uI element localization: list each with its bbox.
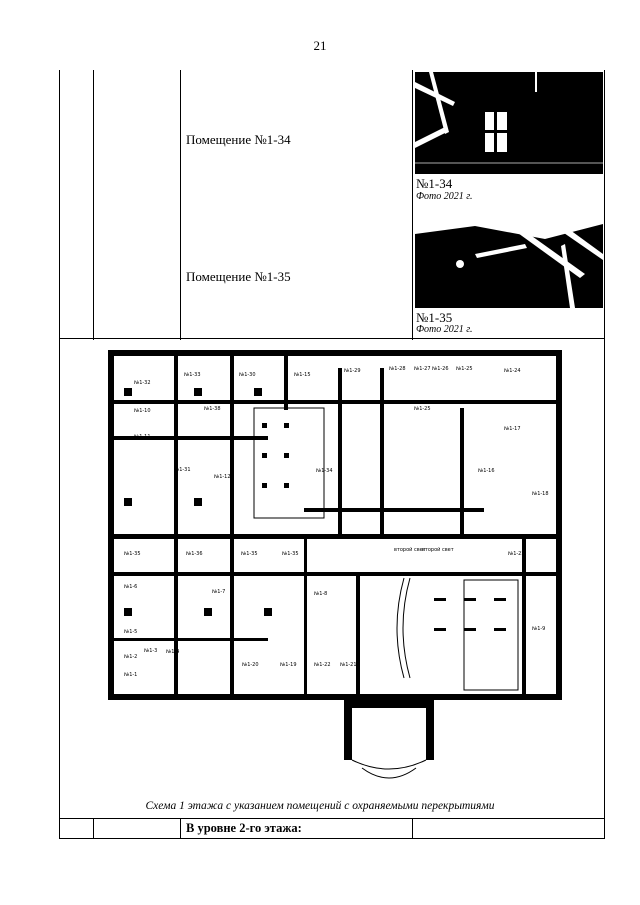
plan-label: №1-34 (316, 468, 333, 474)
page-number: 21 (313, 38, 327, 53)
room-label-1-35: Помещение №1-35 (186, 269, 291, 284)
floor-plan: №1-32 №1-33 №1-30 №1-15 №1-29 №1-28 №1-2… (104, 348, 568, 796)
plan-label: №1-20 (242, 662, 259, 668)
plan-label: №1-25 (414, 406, 431, 412)
photo-number-1-34: №1-34 (416, 176, 453, 191)
plan-label: №1-31 (174, 467, 191, 473)
plan-label: №1-24 (504, 368, 521, 374)
plan-label: №1-6 (124, 584, 137, 590)
plan-label: №1-19 (280, 662, 297, 668)
plan-label: №1-1 (124, 672, 137, 678)
plan-label: №1-38 (204, 406, 221, 412)
plan-label: второй свет (394, 546, 426, 553)
plan-label: №1-10 (134, 408, 151, 414)
plan-label: №1-16 (478, 468, 495, 474)
photo-room-1-35 (415, 204, 603, 308)
photo-number-1-35: №1-35 (416, 310, 453, 325)
room-label-1-34: Помещение №1-34 (186, 132, 291, 147)
plan-label: второй свет (422, 546, 454, 553)
plan-label: №1-9 (532, 626, 545, 632)
plan-label: №1-2 (124, 654, 137, 660)
level-header: В уровне 2-го этажа: (186, 821, 302, 835)
plan-label: №1-15 (294, 372, 311, 378)
plan-label: №1-25 (456, 366, 473, 372)
plan-label: №1-28 (389, 366, 406, 372)
photo-caption-1-34: Фото 2021 г. (416, 191, 473, 202)
plan-label: №1-23 (508, 551, 525, 557)
plan-label: №1-3 (144, 648, 157, 654)
plan-label: №1-7 (212, 589, 225, 595)
plan-caption: Схема 1 этажа с указанием помещений с ох… (145, 800, 495, 812)
plan-label: №1-17 (504, 426, 521, 432)
plan-label: №1-27 (414, 366, 431, 372)
plan-label: №1-22 (314, 662, 331, 668)
plan-label: №1-30 (239, 372, 256, 378)
plan-label: №1-4 (166, 649, 179, 655)
plan-label: №1-35 (282, 551, 299, 557)
plan-label: №1-36 (186, 551, 203, 557)
plan-label: №1-12 (214, 474, 231, 480)
plan-label: №1-5 (124, 629, 137, 635)
plan-label: №1-35 (124, 551, 141, 557)
photo-room-1-34 (415, 72, 603, 174)
plan-label: №1-18 (532, 491, 549, 497)
plan-label: №1-11 (134, 434, 151, 440)
plan-label: №1-26 (432, 366, 449, 372)
plan-label: №1-21 (340, 662, 357, 668)
plan-label: №1-35 (241, 551, 258, 557)
plan-label: №1-33 (184, 372, 201, 378)
photo-caption-1-35: Фото 2021 г. (416, 324, 473, 335)
plan-label: №1-32 (134, 380, 151, 386)
plan-label: №1-8 (314, 591, 327, 597)
plan-label: №1-29 (344, 368, 361, 374)
